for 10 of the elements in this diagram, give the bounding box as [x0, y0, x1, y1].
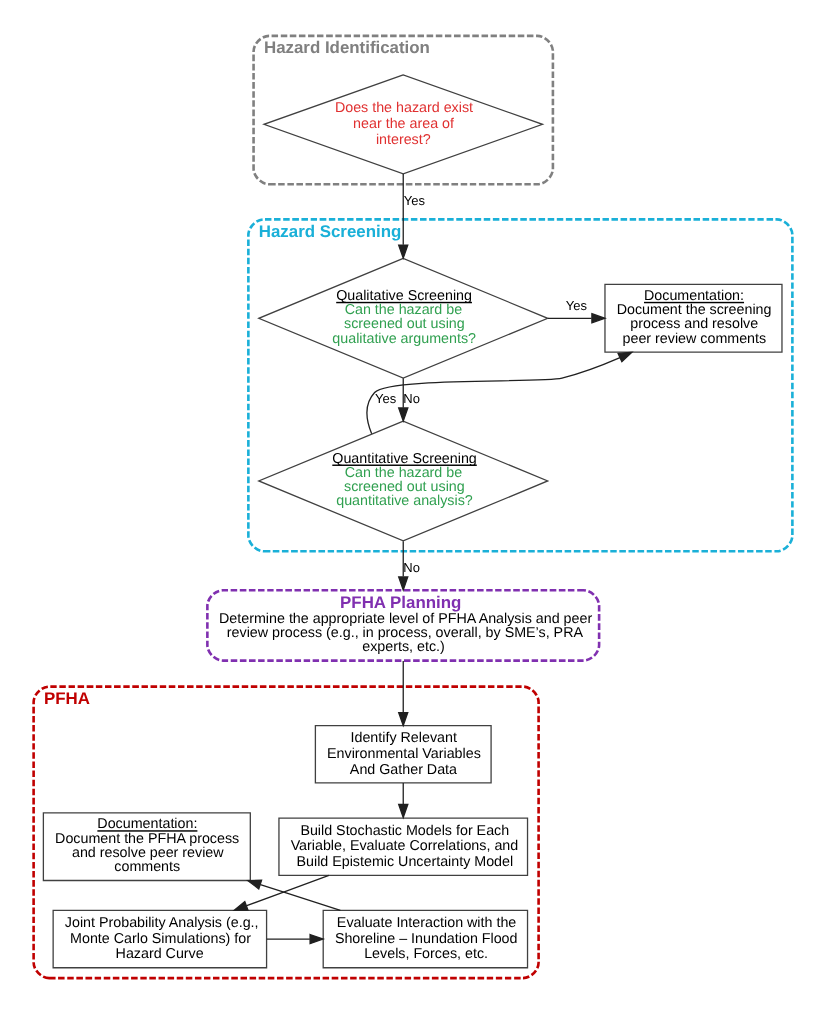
- arrow: [546, 311, 606, 323]
- arrow: [396, 781, 408, 819]
- arrow: [396, 376, 408, 422]
- arrow: [396, 659, 408, 727]
- arrow: [396, 172, 408, 260]
- arrow: [396, 539, 408, 591]
- arrow: [244, 878, 340, 911]
- arrow: [365, 350, 633, 434]
- arrow: [265, 932, 325, 944]
- arrow: [231, 873, 329, 911]
